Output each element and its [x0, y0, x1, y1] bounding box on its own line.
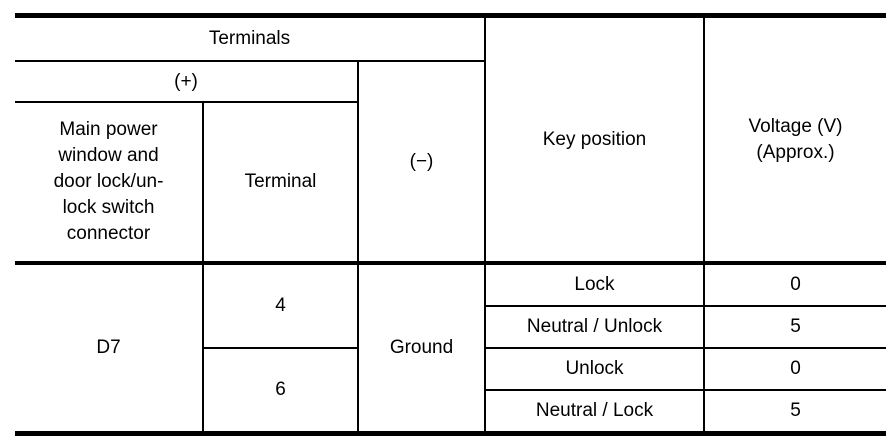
- table-row: Neutral / Lock 5: [15, 389, 886, 431]
- cell-voltage-unlock: 0: [703, 347, 886, 391]
- header-row-subhead: Main power window and door lock/un- lock…: [15, 101, 886, 265]
- cell-ground: Ground: [357, 262, 486, 431]
- cell-terminal-4: 4: [202, 262, 359, 349]
- header-key-position: Key position: [484, 18, 705, 265]
- header-terminals: Terminals: [15, 18, 486, 62]
- cell-key-neutral-lock: Neutral / Lock: [484, 389, 705, 431]
- header-minus: (−): [357, 60, 486, 265]
- cell-connector-d7: D7: [15, 262, 204, 431]
- header-voltage: Voltage (V) (Approx.): [703, 18, 886, 265]
- voltage-spec-table-wrapper: Terminals Key position Voltage (V) (Appr…: [15, 13, 886, 436]
- cell-key-lock: Lock: [484, 262, 705, 307]
- header-connector: Main power window and door lock/un- lock…: [15, 101, 204, 265]
- header-plus: (+): [15, 60, 359, 103]
- cell-terminal-6: 6: [202, 347, 359, 431]
- cell-key-unlock: Unlock: [484, 347, 705, 391]
- voltage-spec-table: Terminals Key position Voltage (V) (Appr…: [15, 18, 886, 431]
- cell-voltage-lock: 0: [703, 262, 886, 307]
- table-row: D7 4 Ground Lock 0: [15, 262, 886, 431]
- table-row: Neutral / Unlock 5: [15, 305, 886, 349]
- cell-voltage-neutral-lock: 5: [703, 389, 886, 431]
- header-terminal: Terminal: [202, 101, 359, 265]
- table-row: 6 Unlock 0: [15, 347, 886, 431]
- header-row-terminals: Terminals Key position Voltage (V) (Appr…: [15, 18, 886, 265]
- header-row-plus: (+) (−): [15, 60, 886, 265]
- cell-key-neutral-unlock: Neutral / Unlock: [484, 305, 705, 349]
- cell-voltage-neutral-unlock: 5: [703, 305, 886, 349]
